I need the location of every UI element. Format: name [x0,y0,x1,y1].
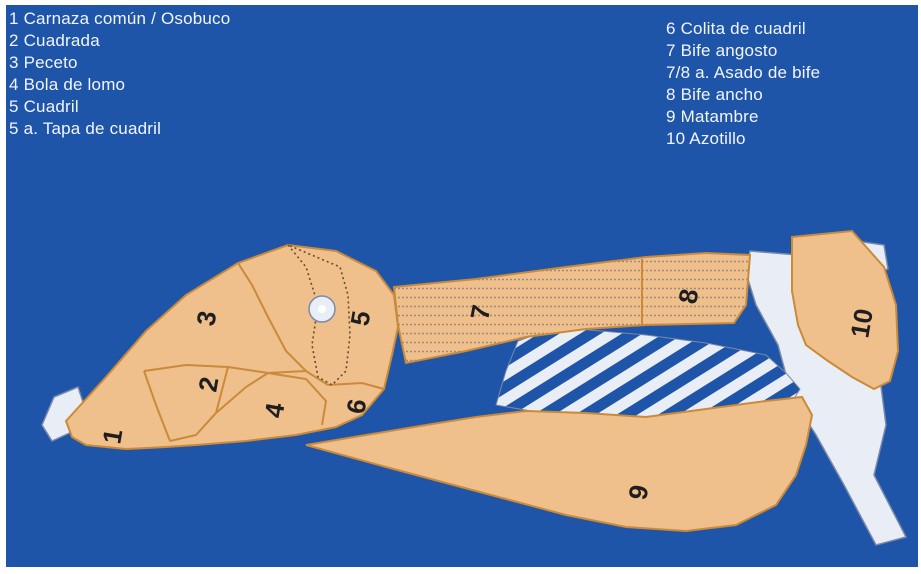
cut-number-10: 10 [844,306,879,340]
diagram-panel: 1 Carnaza común / Osobuco 2 Cuadrada 3 P… [6,5,918,567]
cut-9 [306,397,812,531]
hip-bone-core [318,305,326,313]
beef-cuts-diagram: 1 2 3 4 5 6 7 8 9 10 [6,5,918,567]
